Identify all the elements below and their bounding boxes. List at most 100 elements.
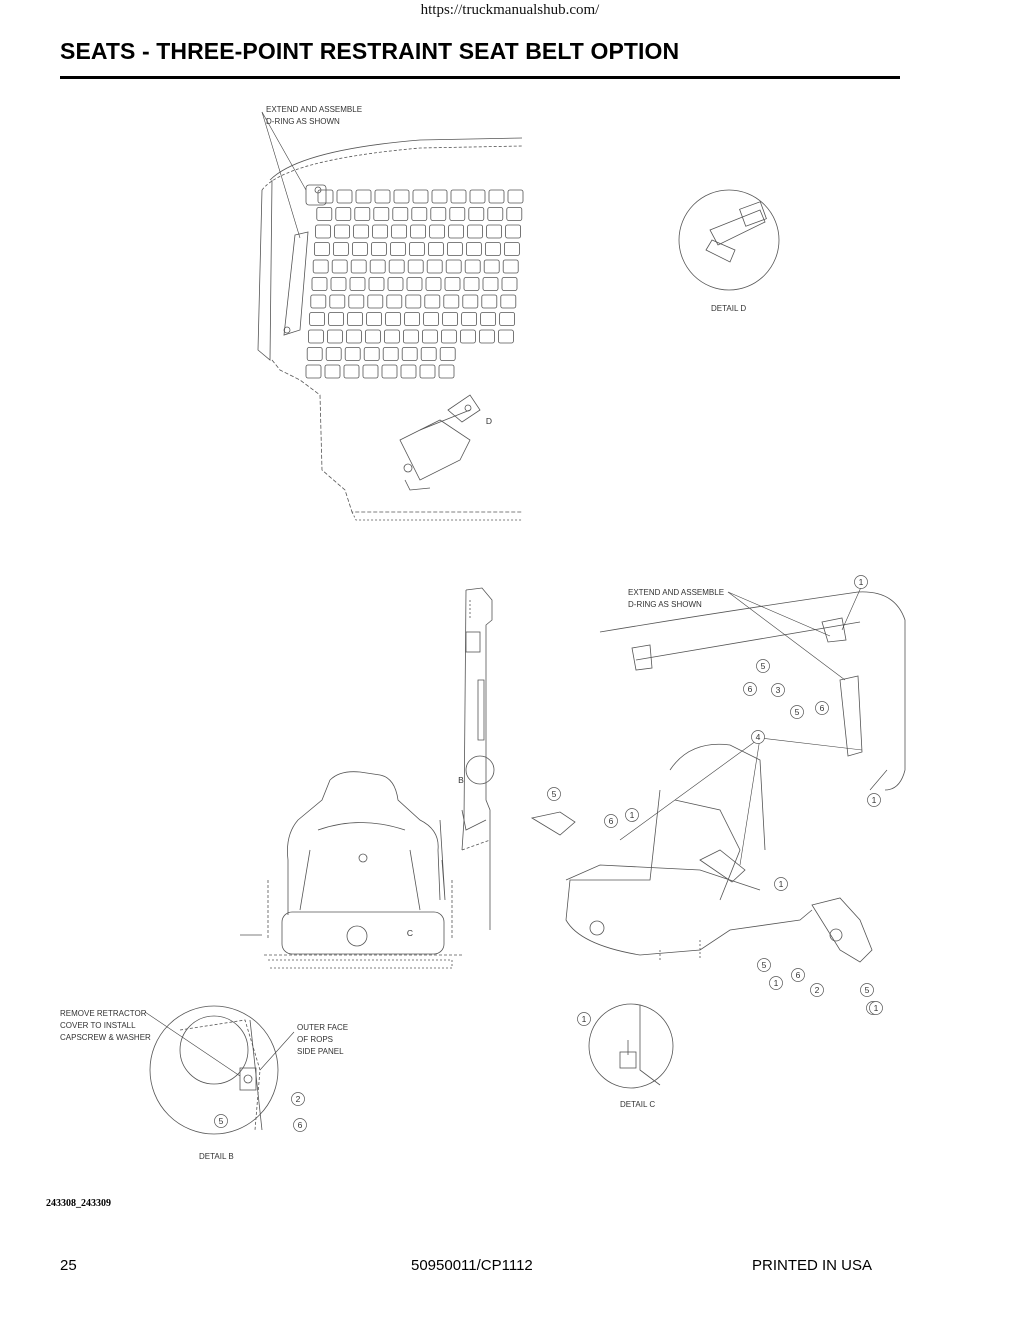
- mesh-cell: [443, 294, 460, 309]
- document-number: 50950011/CP1112: [411, 1257, 533, 1274]
- callout-bubble: [757, 958, 771, 972]
- detail-b-label: DETAIL B: [199, 1152, 234, 1161]
- callout-number: 5: [219, 1116, 224, 1126]
- callout-number: 1: [630, 810, 635, 820]
- mesh-cell: [331, 259, 348, 274]
- rops-side-post: [461, 587, 495, 930]
- source-url[interactable]: https://truckmanualshub.com/: [420, 2, 600, 18]
- mesh-cell: [307, 329, 324, 344]
- mesh-cell: [408, 242, 425, 256]
- mesh-cell: [387, 277, 404, 291]
- mesh-cell: [317, 189, 334, 204]
- mesh-cell: [347, 312, 364, 326]
- callout-number: 6: [748, 684, 753, 694]
- mesh-cell: [501, 277, 518, 291]
- mesh-cell: [383, 329, 400, 344]
- mesh-cell: [389, 242, 406, 256]
- callout-number: 4: [756, 732, 761, 742]
- mesh-cell: [463, 277, 480, 291]
- mesh-cell: [336, 189, 353, 204]
- note-extend-d-ring-right: EXTEND AND ASSEMBLE D-RING AS SHOWN: [628, 588, 725, 609]
- page-title: SEATS - THREE-POINT RESTRAINT SEAT BELT …: [60, 38, 680, 64]
- mesh-cell: [481, 294, 498, 309]
- mesh-cell: [326, 329, 343, 344]
- mesh-cell: [419, 364, 436, 379]
- callout-bubble: [791, 968, 805, 982]
- mesh-cell: [497, 329, 514, 344]
- mesh-cell: [478, 329, 495, 344]
- mesh-cell: [364, 329, 381, 344]
- mesh-cell: [448, 224, 465, 239]
- callout-bubble: [743, 682, 757, 696]
- mesh-cell: [368, 277, 385, 291]
- note-extend-d-ring-top: EXTEND AND ASSEMBLE D-RING AS SHOWN: [266, 105, 363, 126]
- detail-d-view: [678, 189, 780, 291]
- mesh-cell: [343, 364, 360, 379]
- mesh-cell: [370, 242, 387, 256]
- mesh-cell: [468, 207, 485, 221]
- mesh-cell: [354, 207, 371, 221]
- callout-bubble: [214, 1114, 228, 1128]
- mesh-cell: [348, 294, 365, 309]
- mesh-cell: [439, 347, 456, 361]
- callout-number: 6: [298, 1120, 303, 1130]
- mesh-cell: [332, 242, 349, 256]
- callout-number: 1: [774, 978, 779, 988]
- title-rule: [60, 76, 900, 79]
- mesh-cell: [445, 259, 462, 274]
- mesh-cell: [482, 277, 499, 291]
- mesh-cell: [438, 364, 455, 379]
- printed-in-usa: PRINTED IN USA: [752, 1257, 873, 1274]
- callout-bubble: [869, 1001, 883, 1015]
- detail-marker-d: D: [486, 416, 492, 426]
- mesh-cell: [316, 207, 333, 221]
- callout-bubble: [867, 793, 881, 807]
- mesh-cell: [429, 224, 446, 239]
- seat-isometric-view: [530, 591, 906, 963]
- mesh-cell: [407, 259, 424, 274]
- mesh-cell: [404, 312, 421, 326]
- mesh-cell: [442, 312, 459, 326]
- mesh-cell: [393, 189, 410, 204]
- mesh-cell: [309, 312, 326, 326]
- callout-number: 2: [815, 985, 820, 995]
- mesh-cell: [362, 364, 379, 379]
- mesh-cell: [423, 312, 440, 326]
- mesh-cell: [440, 329, 457, 344]
- mesh-cell: [344, 347, 361, 361]
- callout-number: 1: [779, 879, 784, 889]
- mesh-cell: [411, 207, 428, 221]
- callout-bubble: [815, 701, 829, 715]
- mesh-cell: [313, 242, 330, 256]
- callout-number: 1: [872, 795, 877, 805]
- mesh-cell: [483, 259, 500, 274]
- callout-bubble: [756, 659, 770, 673]
- mesh-cell: [385, 312, 402, 326]
- detail-marker-c: C: [407, 928, 413, 938]
- mesh-cell: [465, 242, 482, 256]
- mesh-cell: [312, 259, 329, 274]
- callout-bubble: [547, 787, 561, 801]
- mesh-cell: [505, 224, 522, 239]
- callout-number: 1: [874, 1003, 879, 1013]
- mesh-cell: [412, 189, 429, 204]
- mesh-cell: [329, 294, 346, 309]
- mesh-cell: [486, 224, 503, 239]
- mesh-cell: [306, 347, 323, 361]
- mesh-cell: [507, 189, 524, 204]
- callout-bubble: [860, 983, 874, 997]
- page-number: 25: [60, 1257, 77, 1274]
- mesh-cell: [373, 207, 390, 221]
- mesh-cell: [311, 277, 328, 291]
- mesh-cell: [345, 329, 362, 344]
- mesh-cell: [462, 294, 479, 309]
- mesh-cell: [421, 329, 438, 344]
- callout-bubble: [810, 983, 824, 997]
- mesh-cell: [503, 242, 520, 256]
- mesh-cell: [324, 364, 341, 379]
- detail-c-view: [588, 1003, 674, 1089]
- callout-number: 1: [859, 577, 864, 587]
- mesh-cell: [310, 294, 327, 309]
- mesh-cell: [325, 347, 342, 361]
- mesh-cell: [374, 189, 391, 204]
